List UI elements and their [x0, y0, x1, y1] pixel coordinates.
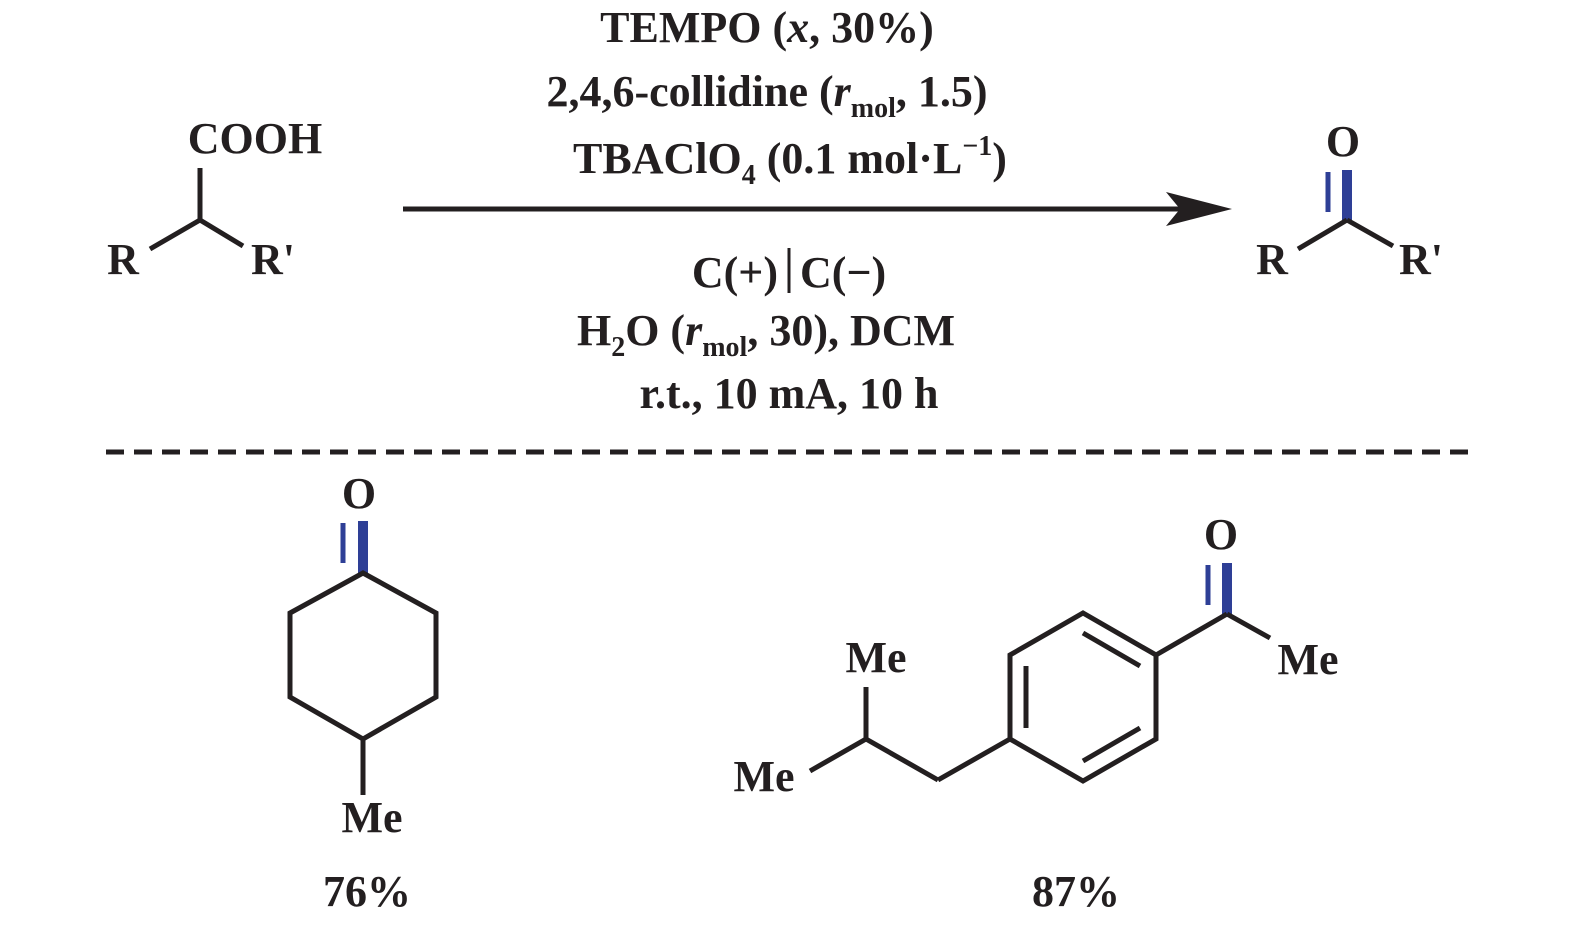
example-2-aryl-carbonyl-bond: [1154, 611, 1229, 658]
example-1-cyclohexane-ring: [287, 570, 439, 742]
condition-temp-current-time: r.t., 10 mA, 10 h: [639, 369, 938, 418]
example-2-aromatic-double-2: [1081, 725, 1142, 764]
product-r-label: R: [1256, 235, 1289, 284]
example-1-yield: 76%: [323, 867, 411, 916]
product-oxygen-label: O: [1326, 117, 1360, 166]
arrow-head: [1166, 192, 1232, 226]
example-1-structure: O Me 76%: [287, 469, 439, 916]
electrode-cathode: C(−): [800, 248, 886, 297]
example-2-aromatic-double-1: [1081, 630, 1142, 669]
example-2-acetyl-methyl-bond: [1225, 611, 1272, 641]
example-2-structure: O Me Me Me 87%: [733, 510, 1338, 916]
example-1-me-label: Me: [341, 793, 402, 842]
example-2-ch2-ch-bond: [864, 736, 940, 783]
reactant-structure: COOH R R': [107, 114, 322, 284]
product-r-prime-label: R': [1399, 235, 1443, 284]
conditions-above: TEMPO (x, 30%) 2,4,6-collidine (rmol, 1.…: [546, 3, 1006, 191]
reactant-bond-left: [148, 217, 202, 252]
reactant-cooh-label: COOH: [188, 114, 322, 163]
example-2-ch-me-left-bond: [808, 736, 868, 774]
reactant-r-prime-label: R': [251, 235, 295, 284]
example-2-me-left-label: Me: [733, 752, 794, 801]
example-2-me-top-label: Me: [845, 633, 906, 682]
example-2-benzene-ring: [1007, 610, 1159, 784]
example-2-me-acetyl-label: Me: [1277, 635, 1338, 684]
example-2-oxygen-label: O: [1204, 510, 1238, 559]
reaction-arrow: [403, 192, 1232, 226]
product-bond-right: [1345, 217, 1395, 249]
product-structure: O R R': [1256, 117, 1443, 284]
example-2-yield: 87%: [1032, 867, 1120, 916]
conditions-below: C(+) C(−) H2O (rmol, 30), DCM r.t., 10 m…: [577, 248, 955, 418]
product-bond-left: [1296, 217, 1349, 252]
reactant-r-label: R: [107, 235, 140, 284]
condition-tempo: TEMPO (x, 30%): [600, 3, 934, 52]
condition-collidine: 2,4,6-collidine (rmol, 1.5): [546, 67, 987, 124]
example-1-oxygen-label: O: [342, 469, 376, 518]
condition-electrolyte: TBAClO4 (0.1 mol·L−1): [573, 131, 1007, 191]
example-2-benzylic-bond: [936, 736, 1012, 783]
condition-water-dcm: H2O (rmol, 30), DCM: [577, 306, 955, 363]
reactant-bond-right: [198, 217, 245, 249]
electrode-anode: C(+): [692, 248, 778, 297]
